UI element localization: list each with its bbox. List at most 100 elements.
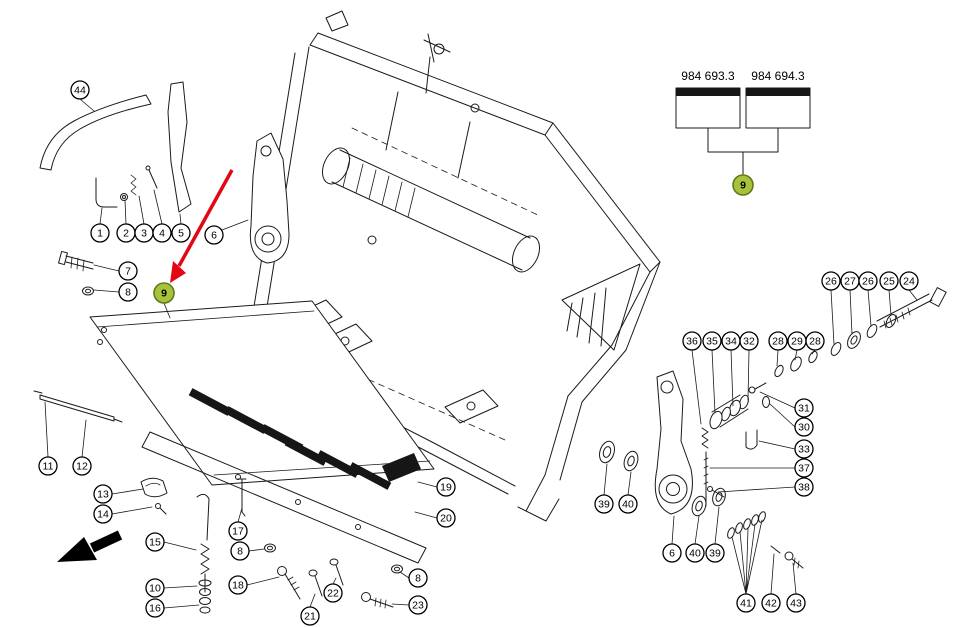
svg-text:16: 16	[149, 603, 161, 615]
svg-text:6: 6	[211, 230, 217, 242]
callout-40: 40	[685, 543, 705, 563]
spring-assembly	[196, 493, 212, 614]
callout-37: 37	[794, 458, 814, 478]
callout-43: 43	[786, 593, 806, 613]
svg-text:8: 8	[125, 287, 131, 299]
callout-11: 11	[38, 456, 58, 476]
svg-text:38: 38	[798, 482, 810, 494]
callout-1: 1	[90, 223, 110, 243]
wedge-part-19	[382, 453, 421, 482]
callout-42: 42	[761, 593, 781, 613]
pin-17-bolt-18	[237, 478, 301, 600]
svg-text:43: 43	[790, 598, 802, 610]
svg-text:29: 29	[791, 336, 803, 348]
svg-text:12: 12	[76, 461, 88, 473]
svg-text:40: 40	[689, 548, 701, 560]
svg-text:28: 28	[809, 336, 821, 348]
callout-26: 26	[858, 271, 878, 291]
svg-text:26: 26	[862, 276, 874, 288]
callout-29: 29	[787, 331, 807, 351]
callout-17: 17	[228, 521, 248, 541]
bolt-7-washer-8	[58, 250, 94, 296]
clip-13-14	[140, 477, 168, 515]
shim-stack-41-43	[727, 511, 804, 569]
svg-text:4: 4	[159, 228, 165, 240]
leader-lines	[44, 98, 918, 609]
callout-6: 6	[204, 225, 224, 245]
linkage-small-parts	[95, 81, 192, 213]
callout-9-highlight: 9	[732, 174, 754, 196]
black-arrow-head	[57, 537, 97, 562]
svg-text:34: 34	[725, 336, 737, 348]
callout-8: 8	[118, 282, 138, 302]
callout-18: 18	[228, 575, 248, 595]
callout-28: 28	[805, 331, 825, 351]
svg-text:21: 21	[304, 611, 316, 623]
callout-2: 2	[116, 223, 136, 243]
svg-text:44: 44	[74, 85, 86, 97]
svg-text:39: 39	[709, 548, 721, 560]
kit-boxes: 984 693.3 984 694.3	[675, 69, 811, 175]
hand-lever	[39, 94, 152, 171]
kit-part-number-left: 984 693.3	[681, 69, 735, 83]
callout-40: 40	[618, 494, 638, 514]
callout-31: 31	[794, 398, 814, 418]
callout-38: 38	[794, 477, 814, 497]
callout-27: 27	[840, 271, 860, 291]
callout-19: 19	[436, 477, 456, 497]
svg-text:27: 27	[844, 276, 856, 288]
callout-3: 3	[134, 223, 154, 243]
svg-text:2: 2	[123, 228, 129, 240]
svg-text:19: 19	[440, 482, 452, 494]
washers-39-40	[599, 440, 726, 517]
svg-text:40: 40	[622, 499, 634, 511]
svg-text:28: 28	[772, 336, 784, 348]
red-arrow-head	[170, 261, 186, 283]
callout-41: 41	[736, 593, 756, 613]
callout-4: 4	[152, 223, 172, 243]
svg-text:20: 20	[440, 513, 452, 525]
svg-text:35: 35	[706, 336, 718, 348]
svg-text:15: 15	[149, 537, 161, 549]
callout-44: 44	[70, 80, 90, 100]
callout-23: 23	[408, 595, 428, 615]
callout-6: 6	[662, 543, 682, 563]
bolt-24-stack	[774, 287, 947, 378]
callout-33: 33	[794, 439, 814, 459]
svg-text:10: 10	[149, 583, 161, 595]
svg-text:9: 9	[161, 288, 167, 300]
svg-text:37: 37	[798, 463, 810, 475]
svg-text:41: 41	[740, 598, 752, 610]
right-link-arm	[654, 370, 693, 515]
callout-12: 12	[72, 456, 92, 476]
red-arrow-shaft	[177, 169, 234, 267]
svg-text:14: 14	[97, 509, 109, 521]
callout-30: 30	[794, 417, 814, 437]
svg-text:7: 7	[125, 266, 131, 278]
svg-text:22: 22	[327, 588, 339, 600]
svg-text:13: 13	[97, 489, 109, 501]
svg-text:8: 8	[415, 573, 421, 585]
callout-8: 8	[230, 541, 250, 561]
svg-text:17: 17	[232, 526, 244, 538]
callout-7: 7	[118, 261, 138, 281]
svg-text:3: 3	[141, 228, 147, 240]
callout-32: 32	[739, 331, 759, 351]
left-link-arm	[249, 132, 290, 264]
callout-14: 14	[93, 504, 113, 524]
svg-text:11: 11	[43, 461, 54, 473]
svg-text:23: 23	[412, 600, 424, 612]
callout-10: 10	[145, 578, 165, 598]
svg-text:32: 32	[743, 336, 755, 348]
callout-21: 21	[300, 606, 320, 626]
callout-16: 16	[145, 598, 165, 618]
callout-13: 13	[93, 484, 113, 504]
red-arrow	[170, 169, 234, 283]
callout-26: 26	[821, 271, 841, 291]
bolts-21-22-23	[308, 558, 403, 609]
panel-assembly	[89, 300, 435, 564]
black-direction-arrow	[57, 530, 123, 562]
svg-text:8: 8	[237, 546, 243, 558]
